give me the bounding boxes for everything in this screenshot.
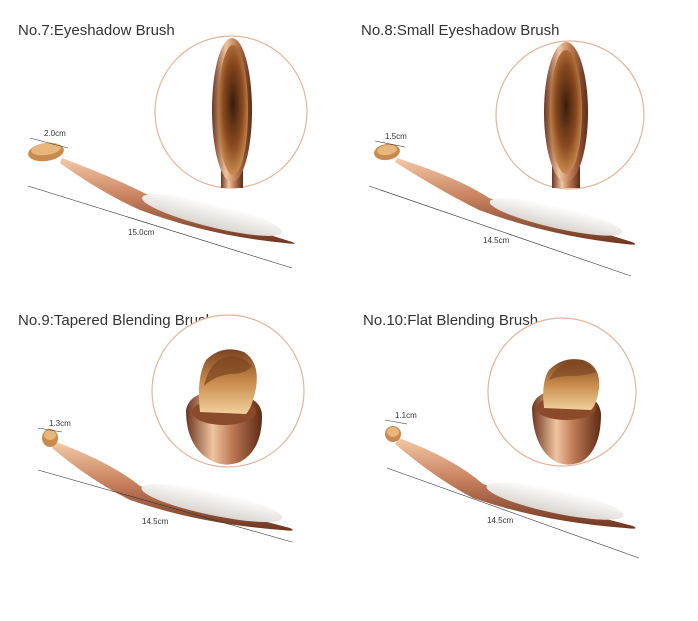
brush-panel-no9: No.9:Tapered Blending Brush 1.3cm 14.5cm — [0, 290, 349, 580]
brush-title: No.8:Small Eyeshadow Brush — [361, 22, 560, 39]
brush-illustration: 1.5cm 14.5cm — [368, 40, 645, 277]
head-dimension-line — [29, 137, 69, 149]
head-width-label: 2.0cm — [44, 129, 66, 138]
length-label: 15.0cm — [128, 228, 155, 237]
head-dimension-line — [37, 427, 63, 433]
length-label: 14.5cm — [483, 236, 510, 245]
length-label: 14.5cm — [487, 516, 514, 525]
brush-body — [385, 426, 636, 529]
head-width-label: 1.3cm — [49, 419, 71, 428]
brush-illustration: 2.0cm 15.0cm — [27, 35, 308, 269]
brush-title: No.9:Tapered Blending Brush — [18, 312, 214, 329]
brush-body — [28, 142, 295, 244]
brush-illustration: 1.3cm 14.5cm — [37, 314, 305, 543]
head-dimension-line — [374, 140, 406, 148]
oval-head-closeup — [544, 42, 588, 188]
brush-panel-no7: No.7:Eyeshadow Brush 2.0cm 15.0cm — [0, 0, 349, 290]
head-width-label: 1.5cm — [385, 132, 407, 141]
brush-body — [42, 429, 293, 531]
brush-panel-no8: No.8:Small Eyeshadow Brush 1.5cm 14.5cm — [349, 0, 698, 290]
oval-head-closeup — [212, 38, 252, 188]
length-dimension-line — [368, 185, 632, 277]
brush-body — [374, 143, 636, 245]
brush-title: No.10:Flat Blending Brush — [363, 312, 539, 329]
length-dimension-line — [27, 185, 293, 269]
head-dimension-line — [384, 419, 408, 425]
round-head-closeup — [186, 349, 262, 465]
brush-panel-no10: No.10:Flat Blending Brush 1.1cm 14.5cm — [349, 290, 698, 580]
length-dimension-line — [386, 467, 640, 559]
length-dimension-line — [37, 469, 293, 543]
head-width-label: 1.1cm — [395, 411, 417, 420]
round-head-closeup — [532, 359, 601, 465]
brush-illustration: 1.1cm 14.5cm — [384, 317, 640, 559]
length-label: 14.5cm — [142, 517, 169, 526]
brush-title: No.7:Eyeshadow Brush — [18, 22, 175, 39]
